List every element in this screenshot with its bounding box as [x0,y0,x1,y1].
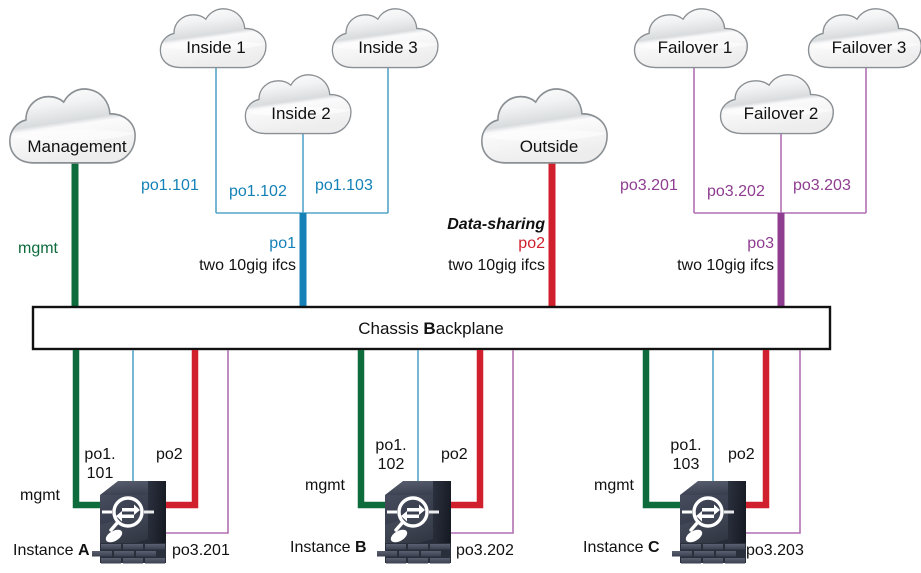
label-po3-202: po3.202 [707,183,765,200]
label-po1-trunk: po1 [269,235,296,252]
instance-a-mgmt-label: mgmt [20,487,61,504]
instance-a-name: Instance A [13,542,90,559]
cloud-outside: Outside [480,88,608,164]
instance-b-po1-line1: po1. [375,437,406,454]
cloud-failover-3: Failover 3 [807,8,921,69]
instance-b-mgmt-label: mgmt [305,477,346,494]
firewall-appliance-icon [672,481,746,564]
label-po3-trunk: po3 [747,235,774,252]
label-po2-detail: two 10gig ifcs [448,257,545,274]
instance-a-wiring [72,350,229,534]
cloud-failover-2: Failover 2 [719,74,834,135]
firewall-appliance-icon [377,481,451,564]
cloud-inside-3: Inside 3 [331,8,439,69]
label-po3-203: po3.203 [793,177,851,194]
cloud-label-failover-3: Failover 3 [832,38,907,57]
cloud-label-inside-3: Inside 3 [358,38,418,57]
backplane-title-part3: ackplane [436,319,504,338]
label-po1-detail: two 10gig ifcs [199,257,296,274]
instance-c-name: Instance C [583,539,660,556]
cloud-failover-1: Failover 1 [633,8,748,69]
brick-wall [672,543,746,564]
instance-b-po1-line2: 102 [378,456,405,473]
instance-a-po1-line2: 101 [87,465,114,482]
firewall-appliance-icon [92,481,166,564]
instance-c-name-suffix: C [648,539,660,556]
chassis-backplane [31,305,832,351]
instance-c-po2-label: po2 [728,446,755,463]
backplane-title: Chassis Backplane [358,319,504,338]
instance-c-po3-label: po3.203 [746,542,804,559]
instance-c-po1-line1: po1. [670,437,701,454]
instance-c-wiring [642,350,801,534]
cloud-inside-1: Inside 1 [159,8,267,69]
instance-b-name-suffix: B [355,539,367,556]
brick-wall [92,543,166,564]
label-po3-detail: two 10gig ifcs [677,257,774,274]
instance-c-mgmt-label: mgmt [594,477,635,494]
cloud-label-inside-2: Inside 2 [271,104,331,123]
label-po1-101: po1.101 [141,177,199,194]
instance-b-po2-label: po2 [441,446,468,463]
trunk-lines-top [71,162,785,309]
label-mgmt-trunk: mgmt [18,240,59,257]
cloud-management: Management [8,88,136,164]
instance-a-po2-label: po2 [156,446,183,463]
backplane-title-part1: Chassis [358,319,423,338]
instance-b-name-prefix: Instance [290,539,355,556]
instance-b-wiring [357,350,514,534]
cloud-inside-2: Inside 2 [244,74,352,135]
instance-b-po3-label: po3.202 [456,542,514,559]
instance-a-po3-label: po3.201 [172,542,230,559]
instance-a-po1-line1: po1. [84,446,115,463]
label-po3-201: po3.201 [620,177,678,194]
cloud-label-inside-1: Inside 1 [186,38,246,57]
label-po2-trunk: po2 [518,235,545,252]
cloud-label-failover-1: Failover 1 [658,38,733,57]
cloud-label-management: Management [27,137,127,156]
instance-c-po1-line2: 103 [673,456,700,473]
failover-subinterface-bus [693,65,867,214]
brick-wall [377,543,451,564]
label-po1-102: po1.102 [229,183,287,200]
instance-a-name-prefix: Instance [13,542,78,559]
instance-c-name-prefix: Instance [583,539,648,556]
instance-a-name-suffix: A [78,542,90,559]
label-po1-103: po1.103 [315,177,373,194]
label-po2-kind: Data-sharing [447,216,545,233]
instance-b-name: Instance B [290,539,367,556]
cloud-label-outside: Outside [520,137,579,156]
cloud-label-failover-2: Failover 2 [744,104,819,123]
backplane-title-part2: B [423,319,435,338]
